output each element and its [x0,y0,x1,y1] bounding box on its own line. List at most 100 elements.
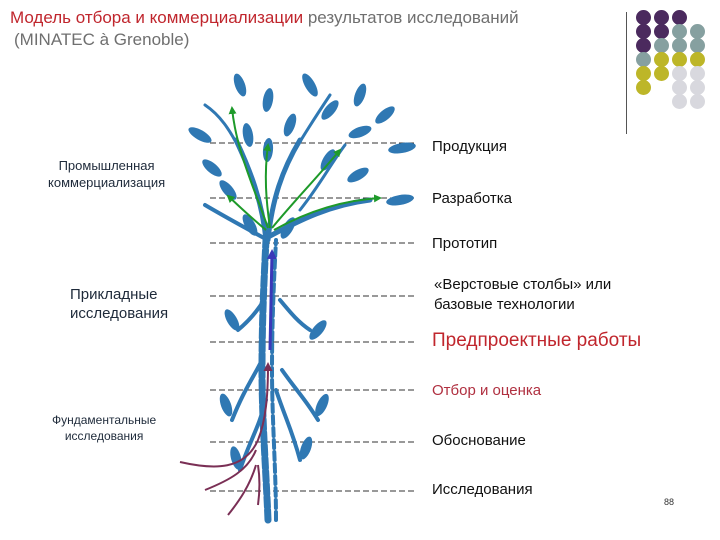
tree-branch [278,298,312,332]
decorative-dot [636,80,651,95]
leaf [224,309,240,331]
leaf [321,100,339,120]
label-industrial-commercialization: Промышленная коммерциализация [48,157,165,191]
root-arrow [257,464,261,506]
decorative-divider [626,12,627,134]
stage-verstovye-line1: «Верстовые столбы» или [434,276,612,293]
decorative-dot-grid [636,10,716,110]
tree-leaves [188,73,416,470]
stage-guidelines [210,142,415,492]
leaf [242,214,258,236]
tree-branch [296,93,332,147]
leaf [320,149,336,171]
decorative-dot [654,52,669,67]
stage-obosnovanie: Обоснование [432,432,526,449]
leaf [388,142,416,154]
tree-branch [203,203,266,240]
decorative-dot [672,10,687,25]
slide-subtitle: (MINATEC à Grenoble) [14,30,190,49]
tree-trunk [258,236,272,524]
leaf [219,393,233,417]
stage-razrabotka: Разработка [432,190,512,207]
stage-prototip: Прототип [432,235,498,252]
decorative-dot [690,38,705,53]
decorative-dot [654,66,669,81]
tree-branch [238,398,268,472]
page-number: 88 [664,497,675,507]
fundamental-research-arrows [179,362,273,516]
decorative-dot [690,66,705,81]
label-fundamental-line1: Фундаментальные [52,413,157,427]
label-fundamental-line2: исследования [64,429,144,443]
tree-branch [230,358,264,422]
leaf [202,159,222,177]
root-arrow [227,464,257,516]
decorative-dot [690,80,705,95]
leaf [242,123,254,147]
label-industrial-line1: Промышленная [58,158,155,173]
tree [203,93,373,524]
root-arrow [204,449,257,491]
title-part-1: Модель отбора и коммерциализации [10,8,304,27]
leaf [262,88,274,112]
decorative-dot [636,10,651,25]
decorative-dot [636,52,651,67]
green-arrow-left [226,194,267,231]
tree-branch [298,143,347,212]
decorative-dot [672,24,687,39]
leaf [219,180,237,200]
decorative-dot [654,38,669,53]
decorative-dot [636,66,651,81]
tree-branch [274,388,302,462]
decorative-dot [672,66,687,81]
leaf [302,73,318,97]
leaf [386,194,414,206]
stage-verstovye-line2: базовые технологии [434,296,575,313]
decorative-dot [690,52,705,67]
tree-branch [267,197,373,239]
decorative-dot [636,24,651,39]
leaf [315,393,329,417]
tree-branch [236,298,266,332]
slide-title: Модель отбора и коммерциализации результ… [10,8,519,28]
label-industrial-line2: коммерциализация [48,175,166,190]
stage-predproekt: Предпроектные работы [432,330,642,351]
stage-otbor: Отбор и оценка [432,382,542,399]
leaf [188,127,212,143]
label-applied-line2: исследования [70,305,169,322]
decorative-dot [654,24,669,39]
green-arrow-up [263,143,272,229]
green-arrow-up-left [228,106,269,229]
stage-produkciya: Продукция [432,138,508,155]
tree-branch [280,368,320,422]
leaf [347,167,369,183]
leaf [283,113,297,137]
decorative-dot [636,38,651,53]
label-applied-research: Прикладные исследования [70,285,168,323]
leaf [280,217,296,239]
decorative-dot [654,10,669,25]
commercialization-arrows [226,106,382,231]
decorative-dot [690,94,705,109]
leaf [348,125,372,139]
root-arrow [179,362,273,468]
decorative-dot [672,94,687,109]
decorative-dot [672,52,687,67]
decorative-dot [672,80,687,95]
title-part-2: результатов исследований [303,8,519,27]
green-arrow-right-up [271,148,342,229]
label-fundamental-research: Фундаментальные исследования [52,412,156,444]
leaf [375,106,395,124]
leaf [299,436,313,460]
applied-research-arrow [266,249,277,351]
leaf [233,73,247,97]
green-arrow-right [273,194,382,231]
leaf [309,320,327,340]
label-applied-line1: Прикладные [70,286,158,303]
decorative-dot [672,38,687,53]
leaf [353,83,367,107]
decorative-dot [690,24,705,39]
tree-branch [203,103,242,152]
stage-issledovaniya: Исследования [432,481,533,498]
